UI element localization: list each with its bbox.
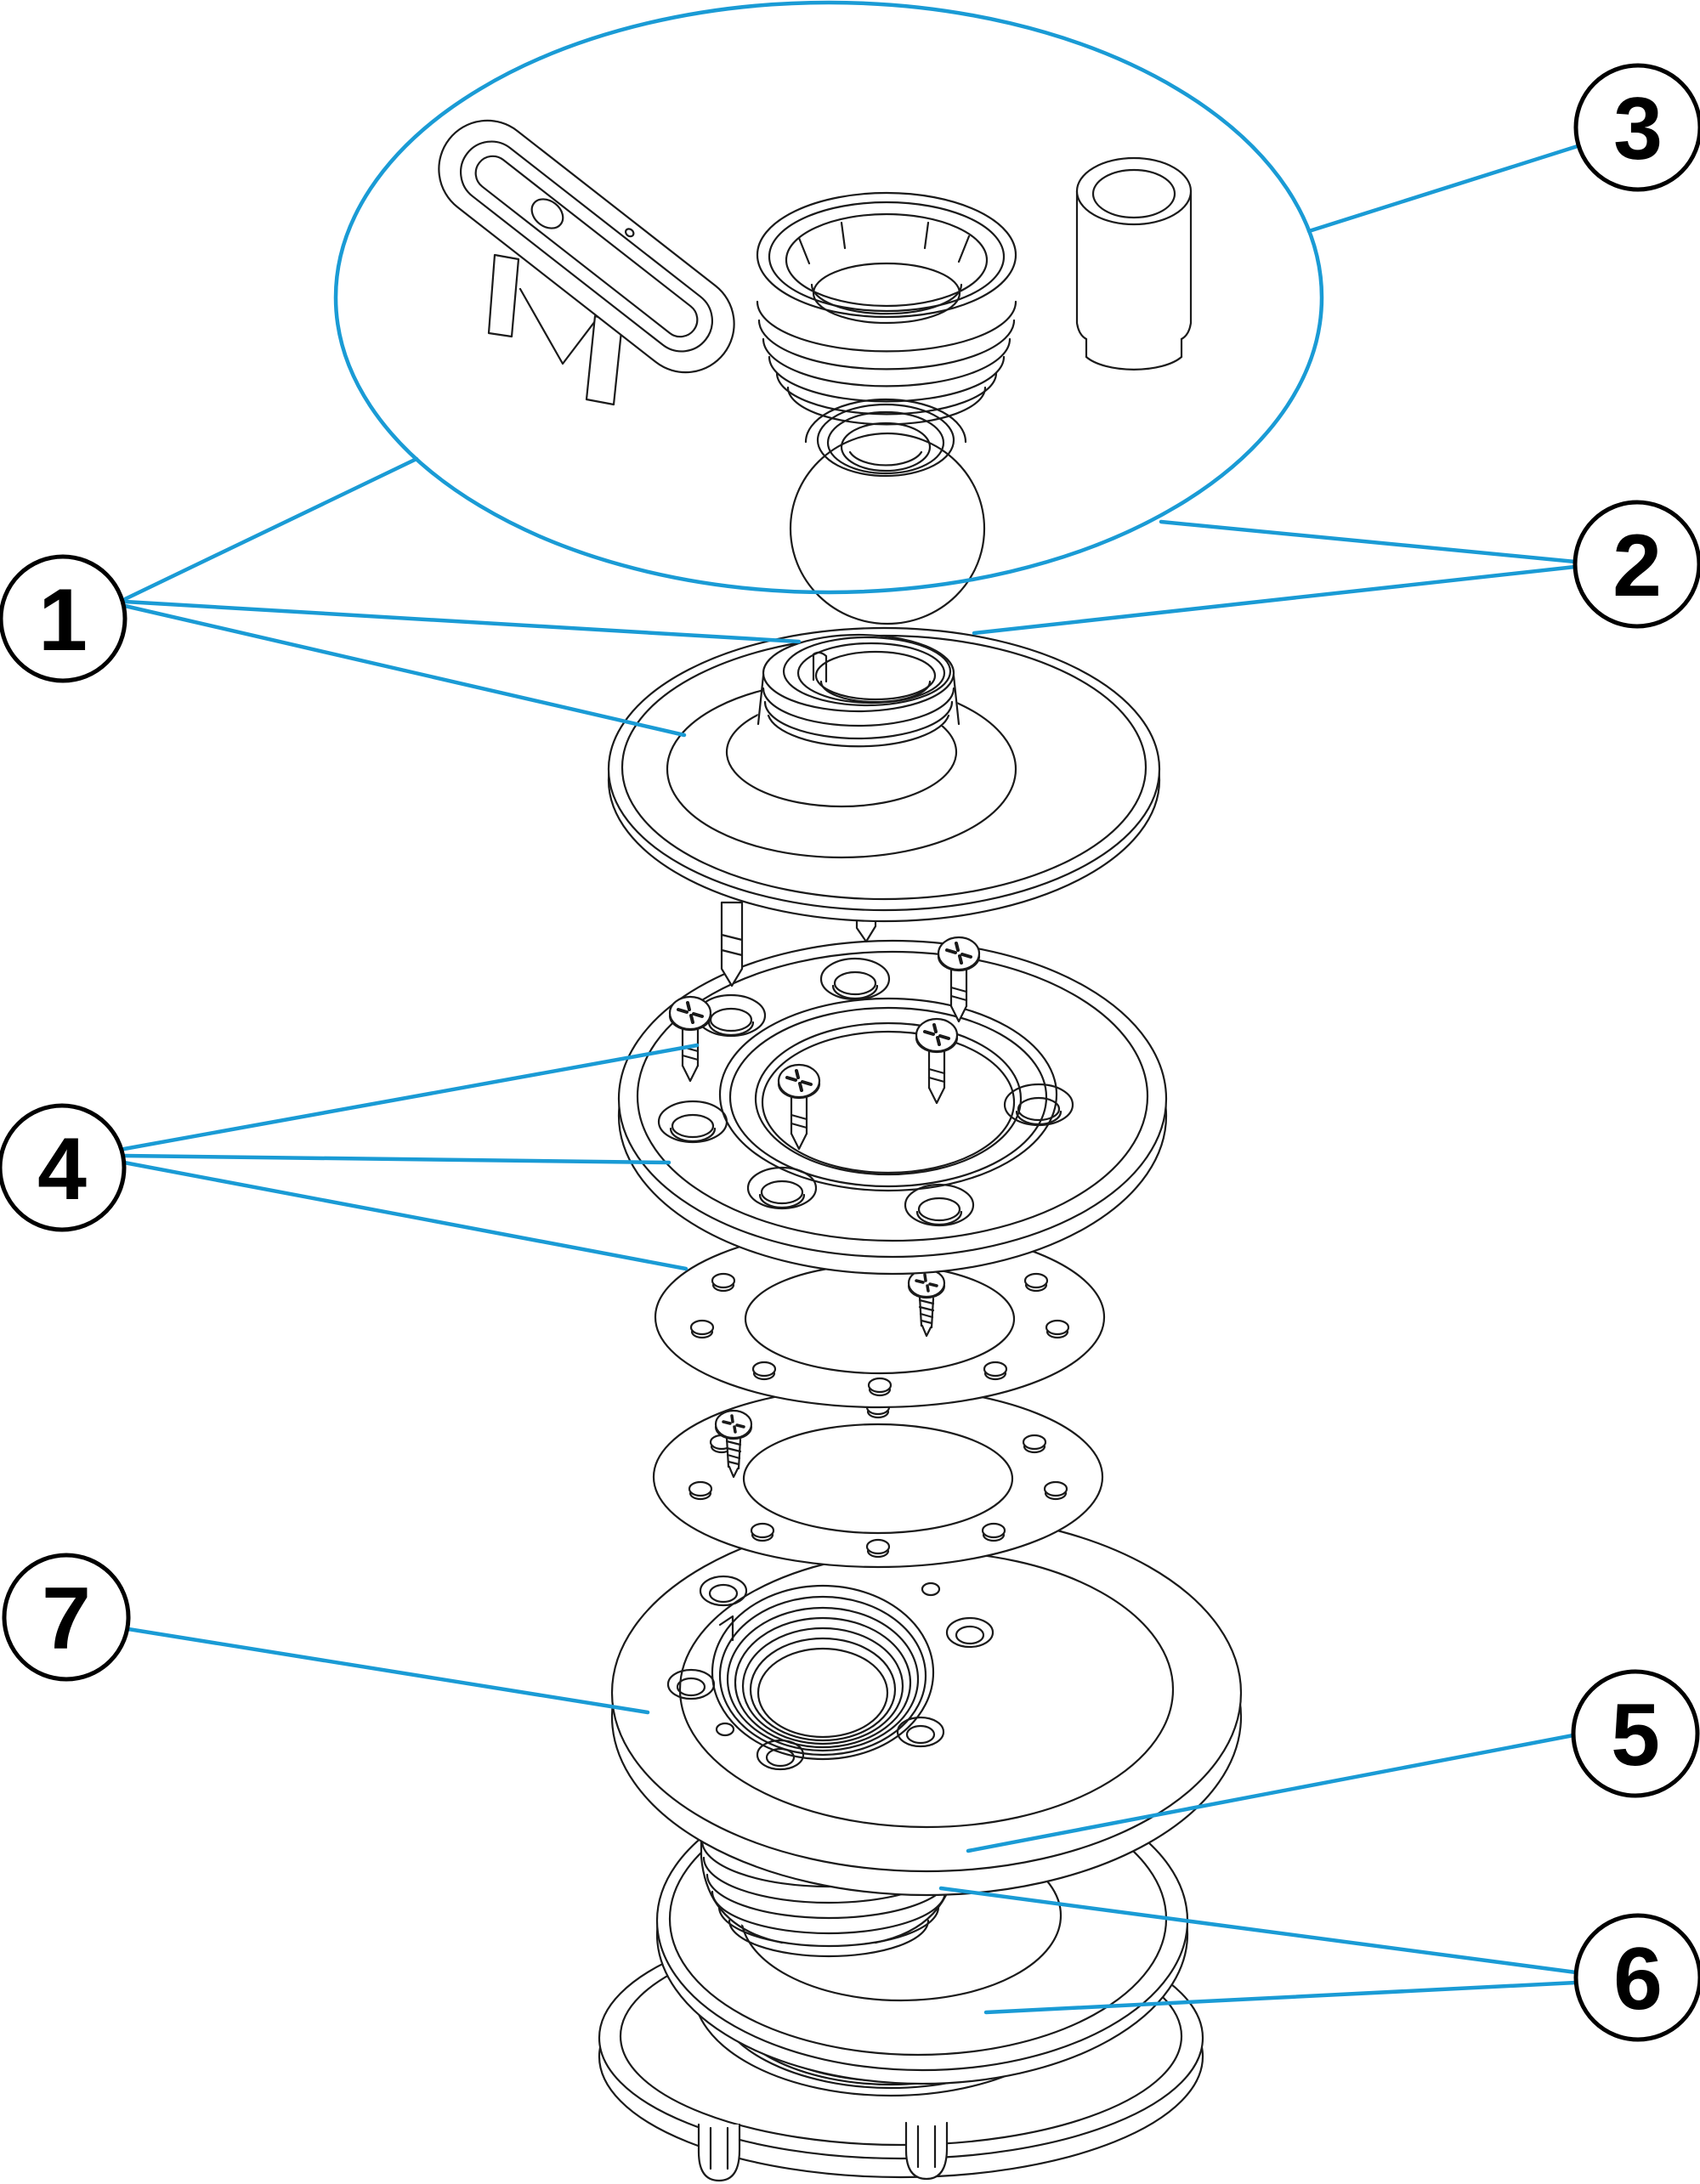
leader-6a [938, 1886, 1578, 1975]
callout-4: 4 [0, 1103, 127, 1232]
leader-2a [1159, 519, 1578, 564]
callouts: 1 2 3 4 5 6 7 [0, 63, 1700, 2042]
handle-key-part [438, 119, 735, 406]
callout-6-label: 6 [1613, 1930, 1663, 2028]
ball-nozzle-part [789, 398, 986, 625]
leader-1c [122, 603, 687, 738]
callout-7-label: 7 [42, 1570, 91, 1668]
callout-1-label: 1 [38, 571, 88, 670]
leader-2b [972, 564, 1578, 636]
flat-gasket-lower [652, 1385, 1104, 1569]
leader-4c [122, 1160, 688, 1271]
socket-flange-part [607, 626, 1161, 923]
fixing-ring-part [617, 939, 1168, 1276]
leader-5 [966, 1733, 1576, 1853]
callout-7: 7 [2, 1553, 131, 1682]
leader-4a [122, 1043, 700, 1151]
callout-2-label: 2 [1612, 517, 1662, 615]
leader-1a [122, 456, 419, 602]
callout-3: 3 [1573, 63, 1700, 192]
callout-2: 2 [1572, 500, 1700, 629]
callout-5-label: 5 [1611, 1686, 1660, 1785]
leader-lines [122, 144, 1580, 2015]
leader-1b [122, 599, 802, 644]
leader-7 [126, 1627, 650, 1715]
leader-3 [1306, 144, 1580, 234]
lock-ring-part [756, 191, 1017, 426]
flat-gasket-upper [654, 1225, 1106, 1409]
callout-3-label: 3 [1613, 80, 1663, 178]
detail-bubble [333, 0, 1324, 595]
leader-4b [122, 1153, 672, 1165]
callout-6: 6 [1573, 1913, 1700, 2042]
leader-6b [983, 1980, 1578, 2015]
callout-5: 5 [1571, 1669, 1700, 1798]
extension-tube-part [1075, 156, 1193, 371]
callout-4-label: 4 [37, 1120, 87, 1219]
main-body-flange-part [610, 1513, 1243, 1897]
callout-1: 1 [0, 554, 128, 683]
